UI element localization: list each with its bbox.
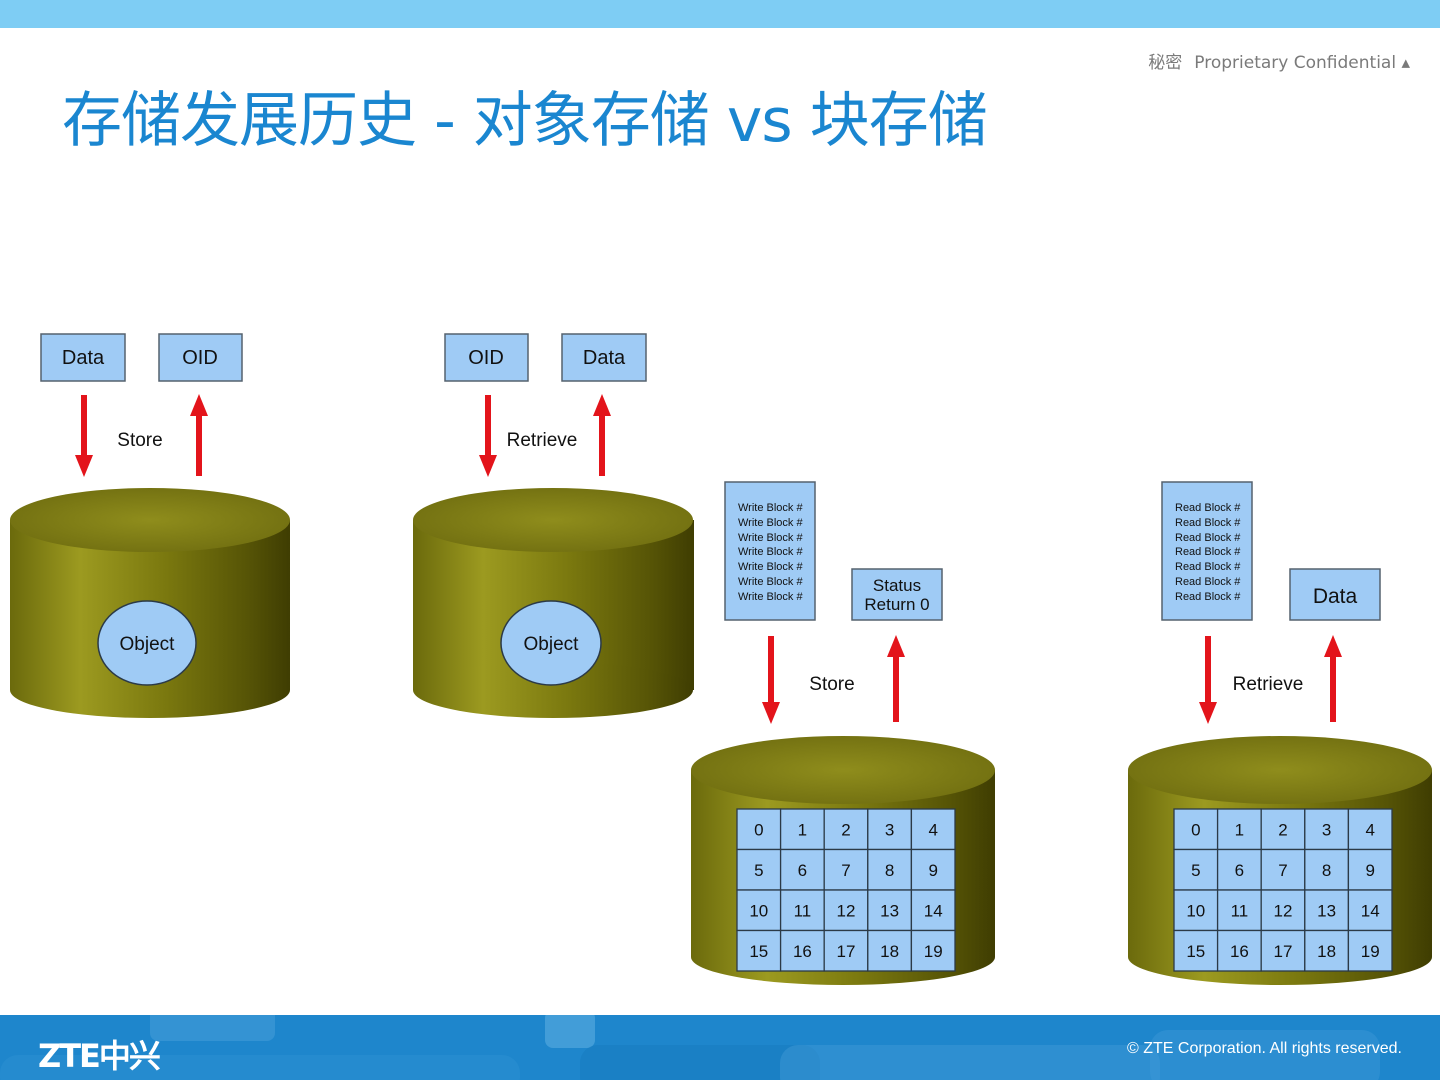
block-cell-number: 12 bbox=[837, 901, 856, 920]
read-command: Read Block # bbox=[1175, 591, 1241, 603]
write-command: Write Block # bbox=[738, 561, 803, 573]
down-arrow bbox=[479, 395, 497, 477]
block-cell-number: 18 bbox=[880, 942, 899, 961]
block-cell-number: 4 bbox=[1365, 820, 1374, 839]
read-command: Read Block # bbox=[1175, 576, 1241, 588]
block-cell-number: 0 bbox=[1191, 820, 1200, 839]
write-command: Write Block # bbox=[738, 502, 803, 514]
block-cell-number: 12 bbox=[1274, 901, 1293, 920]
block-retrieve-diagram: Read Block # Read Block # Read Block # R… bbox=[1128, 482, 1432, 985]
block-cell-number: 5 bbox=[1191, 861, 1200, 880]
block-cell-number: 15 bbox=[749, 942, 768, 961]
object-store-diagram: Data OID Store Object bbox=[10, 334, 290, 718]
block-cell-number: 7 bbox=[1278, 861, 1287, 880]
read-command: Read Block # bbox=[1175, 546, 1241, 558]
retrieve-label: Retrieve bbox=[507, 430, 578, 451]
block-cell-number: 11 bbox=[1231, 901, 1249, 920]
block-cell-number: 14 bbox=[924, 901, 943, 920]
block-cell-number: 2 bbox=[841, 820, 850, 839]
write-command: Write Block # bbox=[738, 546, 803, 558]
block-cell-number: 4 bbox=[928, 820, 937, 839]
block-cell-number: 11 bbox=[794, 901, 812, 920]
read-command: Read Block # bbox=[1175, 517, 1241, 529]
block-cell-number: 16 bbox=[793, 942, 812, 961]
block-cell-number: 10 bbox=[1186, 901, 1205, 920]
data-box-label: Data bbox=[62, 347, 105, 369]
block-cell-number: 7 bbox=[841, 861, 850, 880]
block-cell-number: 18 bbox=[1317, 942, 1336, 961]
read-command: Read Block # bbox=[1175, 502, 1241, 514]
block-cell-number: 19 bbox=[924, 942, 943, 961]
down-arrow bbox=[762, 636, 780, 724]
block-cell-number: 0 bbox=[754, 820, 763, 839]
up-arrow bbox=[1324, 635, 1342, 722]
block-cell-number: 9 bbox=[1365, 861, 1374, 880]
up-arrow bbox=[190, 394, 208, 476]
object-label: Object bbox=[524, 634, 580, 655]
retrieve-label: Retrieve bbox=[1233, 674, 1304, 695]
block-store-diagram: Write Block # Write Block # Write Block … bbox=[691, 482, 995, 985]
store-label: Store bbox=[809, 674, 854, 695]
write-command: Write Block # bbox=[738, 517, 803, 529]
oid-box-label: OID bbox=[468, 347, 504, 369]
status-label: Status bbox=[873, 576, 921, 595]
block-cell-number: 15 bbox=[1186, 942, 1205, 961]
block-cell-number: 1 bbox=[798, 820, 807, 839]
up-arrow bbox=[887, 635, 905, 722]
read-command: Read Block # bbox=[1175, 532, 1241, 544]
block-cell-number: 8 bbox=[1322, 861, 1331, 880]
oid-box-label: OID bbox=[182, 347, 218, 369]
block-cell-number: 14 bbox=[1361, 901, 1380, 920]
data-box-label: Data bbox=[1313, 585, 1358, 608]
block-cell-number: 17 bbox=[1274, 942, 1293, 961]
block-cell-number: 3 bbox=[885, 820, 894, 839]
zte-logo: ZTE中兴 bbox=[38, 1031, 159, 1077]
copyright-text: © ZTE Corporation. All rights reserved. bbox=[1127, 1040, 1402, 1058]
block-cell-number: 13 bbox=[1317, 901, 1336, 920]
block-cell-number: 19 bbox=[1361, 942, 1380, 961]
block-cell-number: 9 bbox=[928, 861, 937, 880]
up-arrow bbox=[593, 394, 611, 476]
write-command: Write Block # bbox=[738, 591, 803, 603]
block-cell-number: 8 bbox=[885, 861, 894, 880]
read-command: Read Block # bbox=[1175, 561, 1241, 573]
status-return-label: Return 0 bbox=[864, 595, 929, 614]
block-cell-number: 13 bbox=[880, 901, 899, 920]
block-cell-number: 10 bbox=[749, 901, 768, 920]
object-retrieve-diagram: OID Data Retrieve Object bbox=[413, 334, 694, 718]
block-cell-number: 3 bbox=[1322, 820, 1331, 839]
store-label: Store bbox=[117, 430, 162, 451]
block-cell-number: 6 bbox=[1235, 861, 1244, 880]
block-cell-number: 5 bbox=[754, 861, 763, 880]
block-cell-number: 16 bbox=[1230, 942, 1249, 961]
write-command: Write Block # bbox=[738, 576, 803, 588]
footer-bar: ZTE中兴 © ZTE Corporation. All rights rese… bbox=[0, 1015, 1440, 1080]
object-label: Object bbox=[120, 634, 176, 655]
down-arrow bbox=[1199, 636, 1217, 724]
block-cell-number: 1 bbox=[1235, 820, 1244, 839]
write-command: Write Block # bbox=[738, 532, 803, 544]
block-cell-number: 6 bbox=[798, 861, 807, 880]
down-arrow bbox=[75, 395, 93, 477]
block-cell-number: 2 bbox=[1278, 820, 1287, 839]
data-box-label: Data bbox=[583, 347, 626, 369]
block-cell-number: 17 bbox=[837, 942, 856, 961]
